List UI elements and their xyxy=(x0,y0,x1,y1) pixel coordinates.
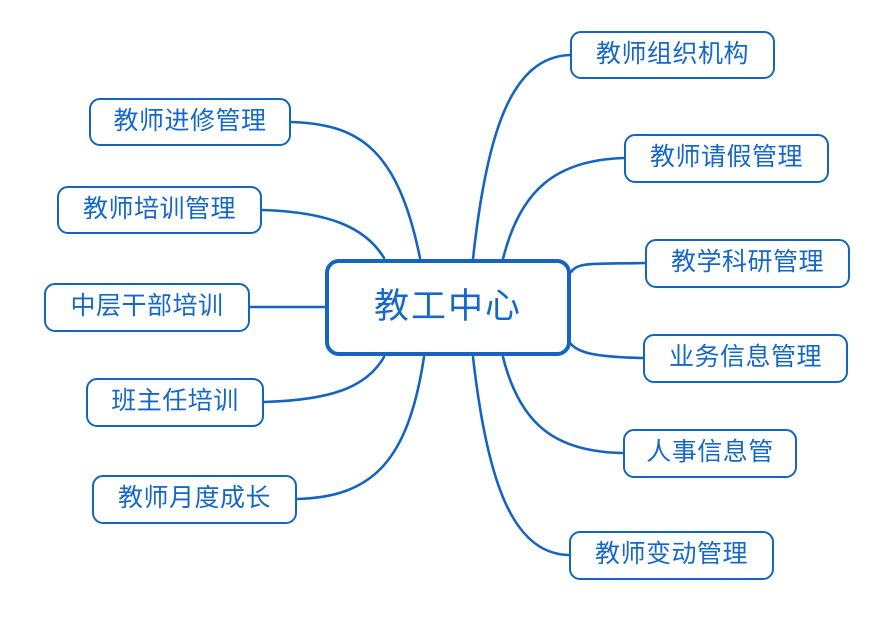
branch-left-3-label: 中层干部培训 xyxy=(70,292,224,320)
center-node[interactable]: 教工中心 xyxy=(325,259,571,356)
connector-7 xyxy=(501,156,626,261)
branch-left-5[interactable]: 教师月度成长 xyxy=(92,475,297,524)
connector-1 xyxy=(289,120,422,260)
branch-left-2[interactable]: 教师培训管理 xyxy=(57,186,262,234)
branch-left-1-label: 教师进修管理 xyxy=(113,106,267,135)
branch-left-1[interactable]: 教师进修管理 xyxy=(89,98,291,146)
branch-right-5[interactable]: 人事信息管 xyxy=(623,429,797,478)
branch-left-4-label: 班主任培训 xyxy=(111,387,239,415)
connector-2 xyxy=(260,208,386,260)
branch-right-6[interactable]: 教师变动管理 xyxy=(569,531,774,580)
connector-6 xyxy=(471,53,572,261)
branch-right-3[interactable]: 教学科研管理 xyxy=(645,239,850,288)
branch-right-5-label: 人事信息管 xyxy=(646,438,774,466)
branch-left-3[interactable]: 中层干部培训 xyxy=(44,283,250,332)
branch-right-2-label: 教师请假管理 xyxy=(649,143,803,171)
branch-right-1-label: 教师组织机构 xyxy=(595,39,749,68)
connector-5 xyxy=(295,355,426,501)
branch-right-4[interactable]: 业务信息管理 xyxy=(643,334,848,383)
connector-8 xyxy=(569,261,647,274)
center-node-label: 教工中心 xyxy=(373,287,522,326)
branch-left-4[interactable]: 班主任培训 xyxy=(86,378,264,427)
branch-right-2[interactable]: 教师请假管理 xyxy=(624,134,829,183)
branch-right-6-label: 教师变动管理 xyxy=(594,540,748,568)
branch-right-3-label: 教学科研管理 xyxy=(670,248,824,276)
branch-right-1[interactable]: 教师组织机构 xyxy=(570,31,775,79)
connector-9 xyxy=(569,342,645,360)
connector-4 xyxy=(262,355,386,404)
connector-11 xyxy=(471,355,571,557)
branch-left-5-label: 教师月度成长 xyxy=(117,484,271,512)
branch-left-2-label: 教师培训管理 xyxy=(82,194,236,223)
connector-10 xyxy=(501,355,625,455)
branch-right-4-label: 业务信息管理 xyxy=(668,343,822,371)
